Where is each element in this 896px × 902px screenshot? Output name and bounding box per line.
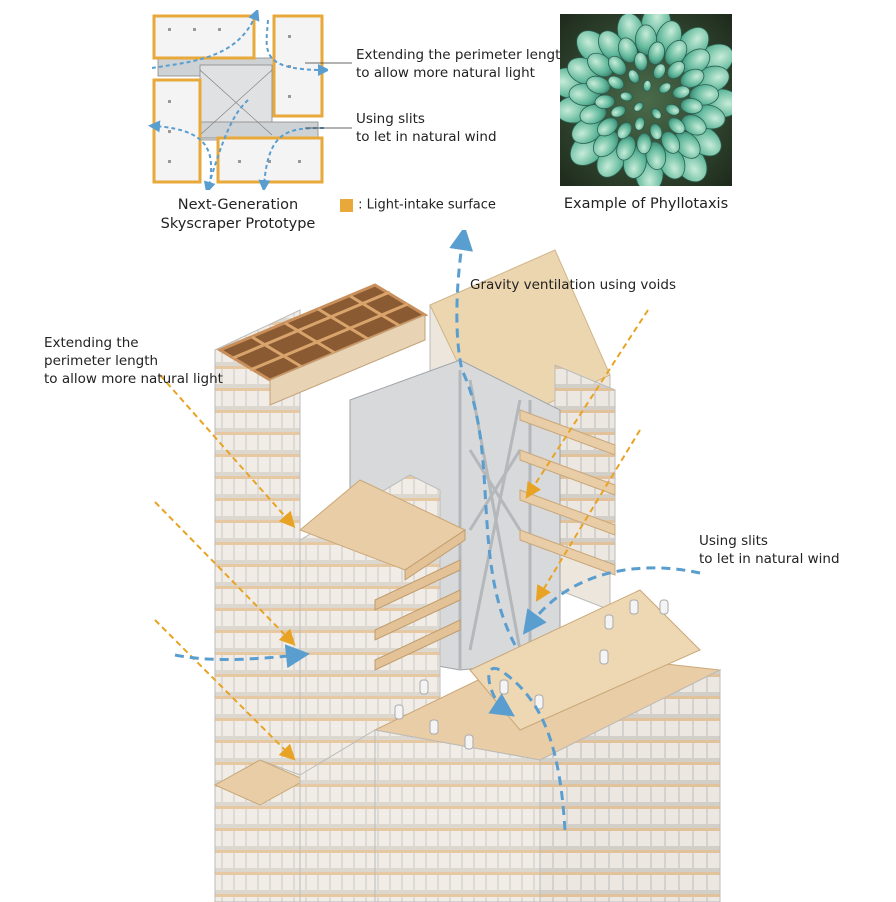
- succulent-leaf: [672, 85, 691, 99]
- plan-perimeter-label: Extending the perimeter length to allow …: [356, 46, 569, 82]
- succulent-leaf: [642, 79, 652, 92]
- building-perimeter-line3: to allow more natural light: [44, 371, 223, 387]
- legend: : Light-intake surface: [340, 195, 496, 213]
- succulent-leaf: [636, 132, 652, 155]
- building-illustration: [0, 230, 896, 902]
- succulent-leaf: [587, 52, 614, 78]
- plan-slits-line1: Using slits: [356, 111, 425, 127]
- succulent-leaf: [664, 39, 688, 67]
- succulent-leaf: [607, 75, 625, 90]
- plan-caption: Next-Generation Skyscraper Prototype: [148, 196, 328, 234]
- succulent-leaf: [627, 69, 640, 84]
- succulent-leaf: [680, 68, 705, 89]
- plan-caption-line2: Skyscraper Prototype: [160, 216, 316, 232]
- plan-caption-line1: Next-Generation: [177, 197, 299, 213]
- succulent-leaf: [610, 105, 626, 118]
- succulent-leaf: [608, 55, 627, 76]
- floor-plan: [148, 10, 328, 190]
- succulent-leaf: [653, 63, 666, 80]
- building-perimeter-line1: Extending the: [44, 335, 139, 351]
- succulent-leaf: [634, 52, 648, 72]
- succulent-leaf: [681, 114, 707, 136]
- succulent-leaf: [680, 97, 703, 115]
- succulent-leaf: [586, 75, 611, 95]
- succulent-leaf: [596, 117, 619, 137]
- building-slits-label: Using slits to let in natural wind: [699, 532, 840, 568]
- plan-perimeter-line2: to allow more natural light: [356, 65, 535, 81]
- succulent-leaf: [616, 135, 636, 161]
- succulent-leaf: [634, 116, 645, 131]
- legend-swatch: [340, 199, 353, 212]
- succulent-leaf: [592, 130, 620, 157]
- succulent-leaf: [665, 103, 680, 116]
- plan-perimeter-line1: Extending the perimeter length: [356, 47, 569, 63]
- succulent-leaf: [594, 94, 615, 110]
- succulent-leaf: [649, 123, 663, 140]
- building-perimeter-line2: perimeter length: [44, 353, 159, 369]
- succulent-leaf: [617, 37, 638, 64]
- building-slits-line1: Using slits: [699, 533, 768, 549]
- building-slits-line2: to let in natural wind: [699, 551, 840, 567]
- succulent-leaf: [645, 141, 667, 170]
- plan-leader-lines: [305, 62, 352, 129]
- succulent-leaf: [616, 122, 633, 140]
- succulent-leaf: [633, 101, 644, 112]
- phyllotaxis-photo: [560, 14, 732, 186]
- photo-caption: Example of Phyllotaxis: [563, 196, 729, 212]
- succulent-leaf: [658, 82, 672, 94]
- succulent-leaf: [619, 91, 633, 102]
- succulent-leaf: [651, 108, 662, 120]
- succulent-leaf: [666, 60, 686, 80]
- succulent-leaf: [667, 117, 686, 135]
- gravity-ventilation-label: Gravity ventilation using voids: [470, 277, 677, 293]
- plan-slits-label: Using slits to let in natural wind: [356, 110, 497, 146]
- plan-slits-line2: to let in natural wind: [356, 129, 497, 145]
- succulent-leaf: [579, 104, 607, 125]
- building-perimeter-label: Extending the perimeter length to allow …: [44, 334, 223, 388]
- succulent-leaf: [647, 41, 665, 65]
- legend-text: : Light-intake surface: [358, 197, 496, 213]
- succulent-leaf: [660, 131, 681, 154]
